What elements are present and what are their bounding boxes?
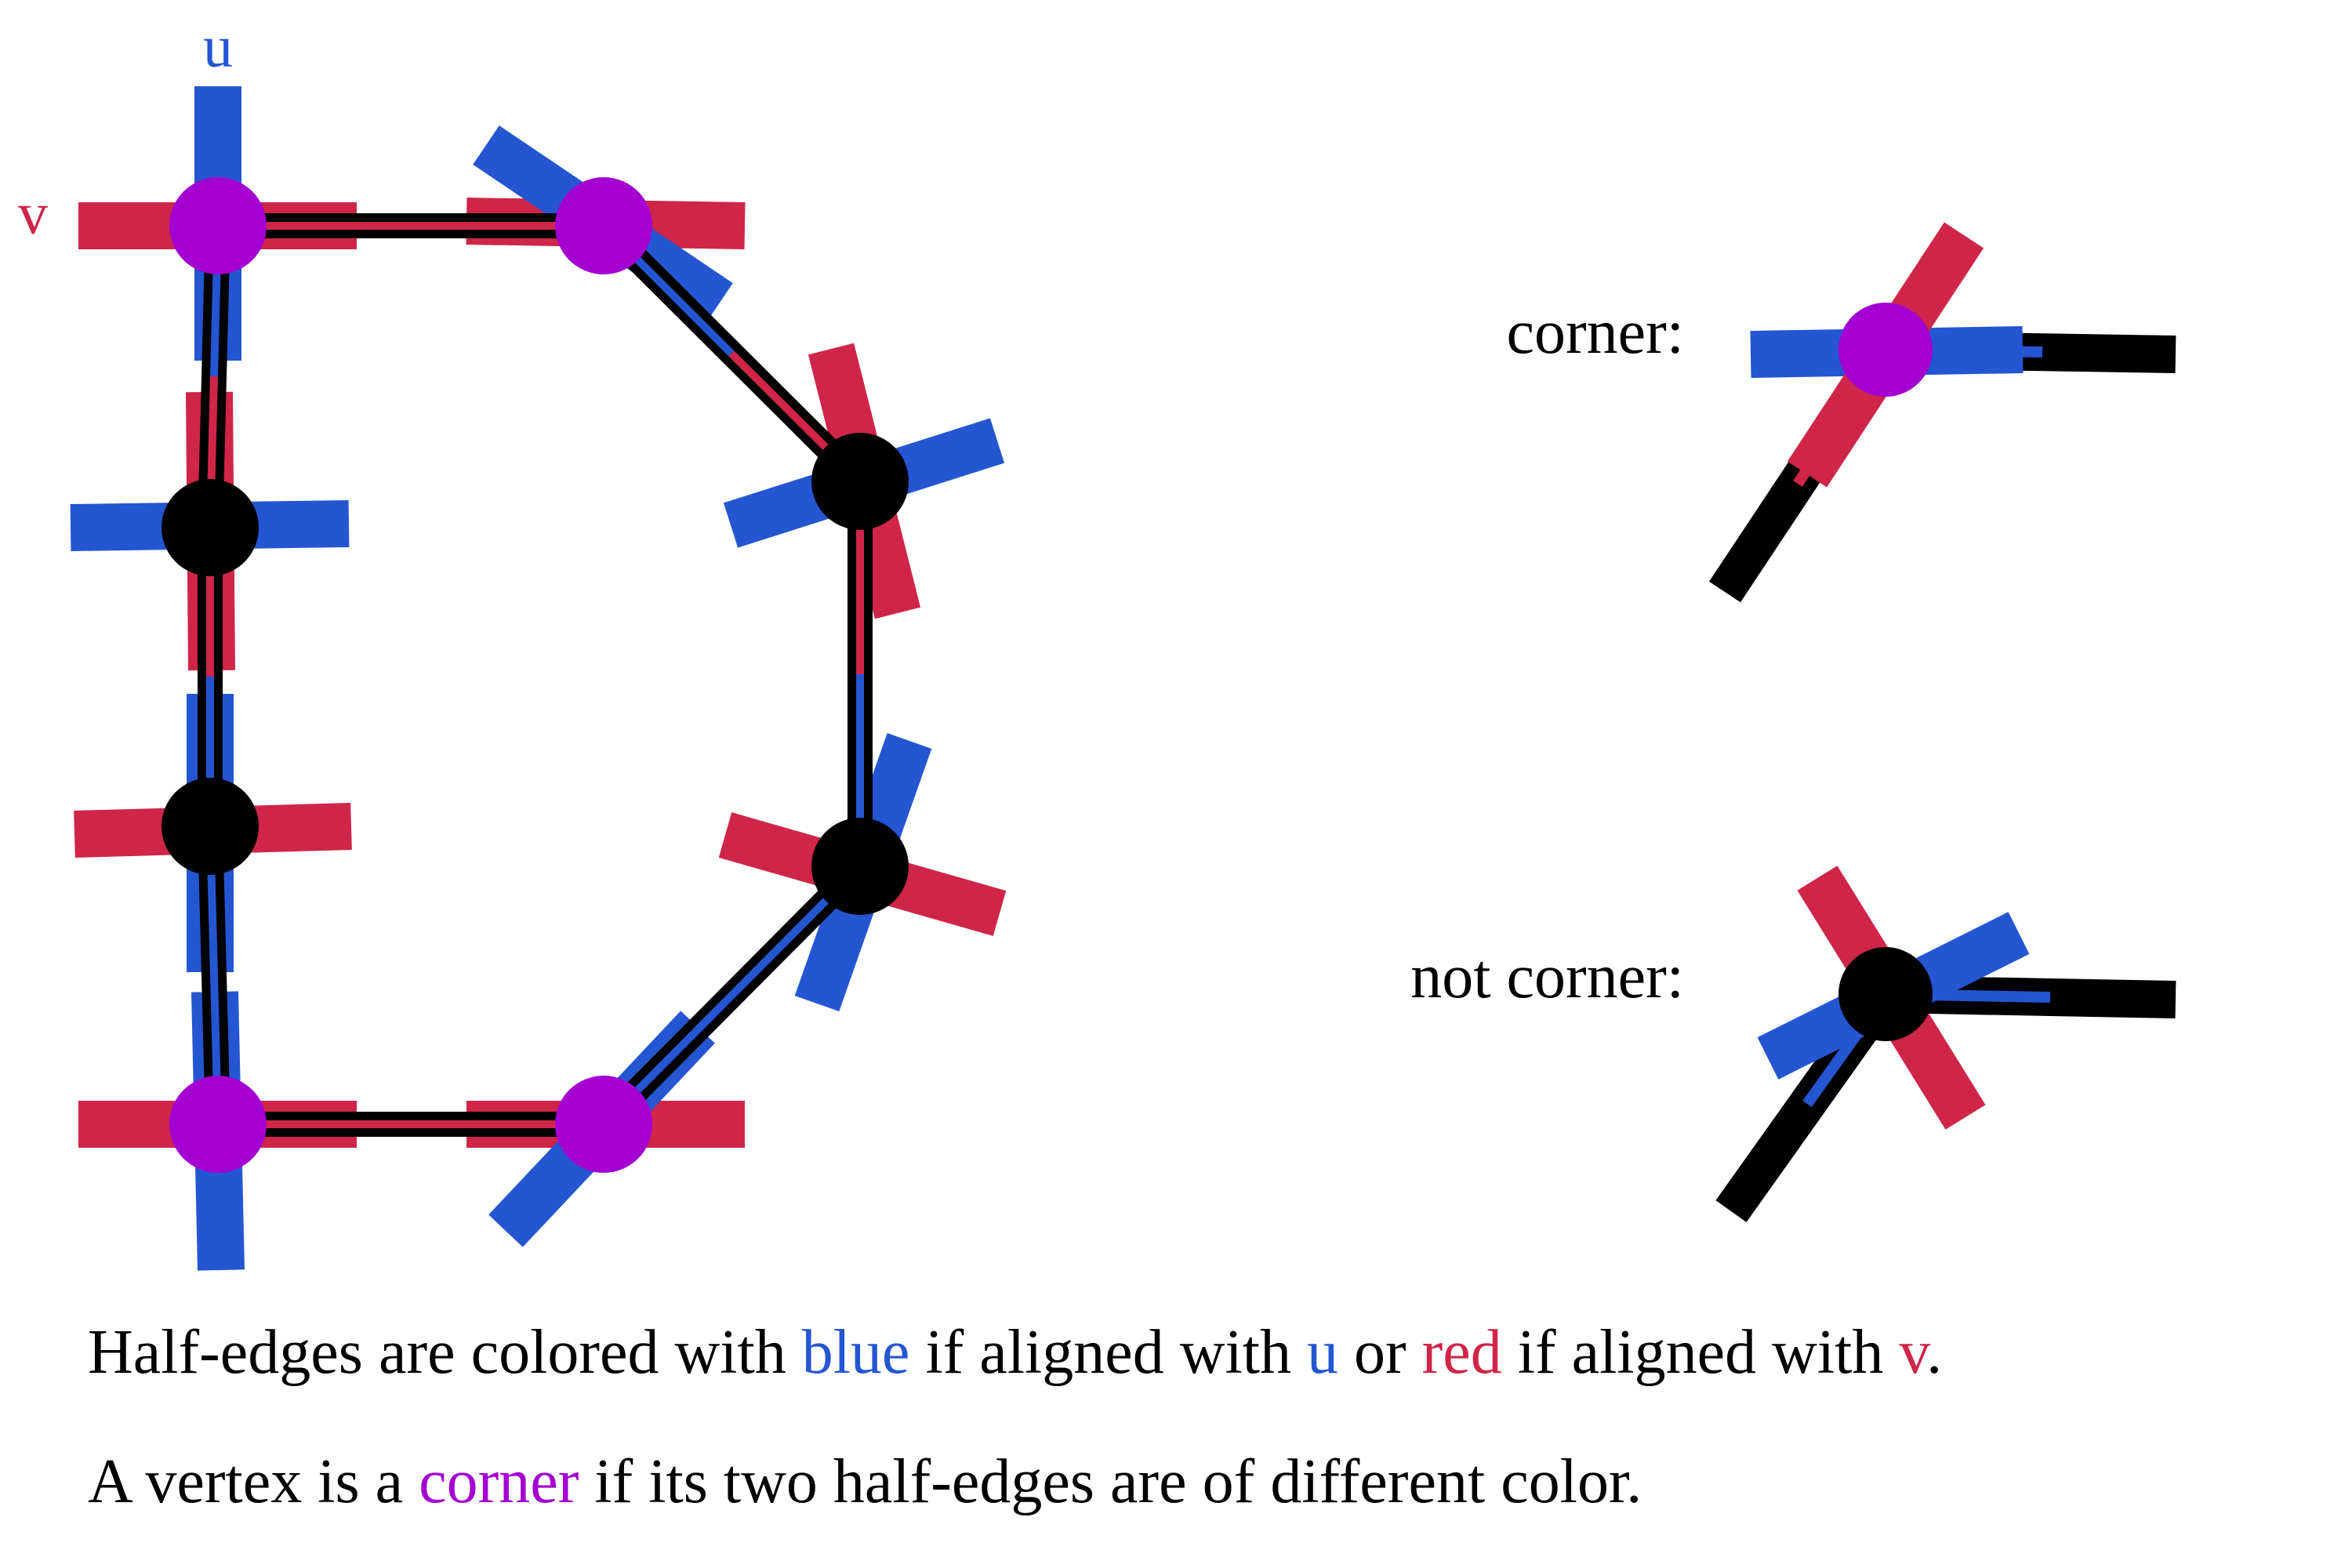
corner-vertex (169, 1076, 267, 1173)
corner-vertex (169, 177, 267, 274)
caption-text: Half-edges are colored with (88, 1318, 802, 1387)
caption-blue-word: blue (801, 1318, 910, 1387)
caption-corner-word: corner (419, 1447, 579, 1516)
corner-example (1709, 222, 2176, 603)
corner-example-label: corner: (1506, 298, 1684, 367)
caption-text: if its two half-edges are of different c… (579, 1447, 1642, 1516)
vertex (811, 818, 909, 915)
caption-red-word: red (1421, 1318, 1502, 1387)
caption-text: . (1926, 1318, 1943, 1387)
u-axis-label: u (203, 14, 233, 80)
v-axis-label: v (18, 181, 48, 247)
graph-edges (198, 213, 873, 1137)
caption-text: if aligned with (1501, 1318, 1900, 1387)
corner-vertex (555, 1076, 652, 1173)
caption-line-2: A vertex is a corner if its two half-edg… (88, 1446, 1642, 1518)
not-corner-example (1715, 866, 2176, 1222)
not-corner-example-label: not corner: (1410, 942, 1684, 1011)
example-corner-vertex (1838, 303, 1933, 397)
caption-text: or (1338, 1318, 1422, 1387)
graph-vertices (162, 177, 909, 1173)
example-vertex (1838, 947, 1933, 1041)
caption-v-word: v (1899, 1318, 1927, 1387)
vertex (811, 433, 909, 530)
caption-text: A vertex is a (88, 1447, 419, 1516)
caption-line-1: Half-edges are colored with blue if alig… (88, 1317, 1942, 1388)
vertex (162, 778, 259, 875)
corner-vertex (555, 177, 652, 274)
vertex (162, 479, 259, 576)
caption-u-word: u (1307, 1318, 1338, 1387)
caption-text: if aligned with (909, 1318, 1307, 1387)
